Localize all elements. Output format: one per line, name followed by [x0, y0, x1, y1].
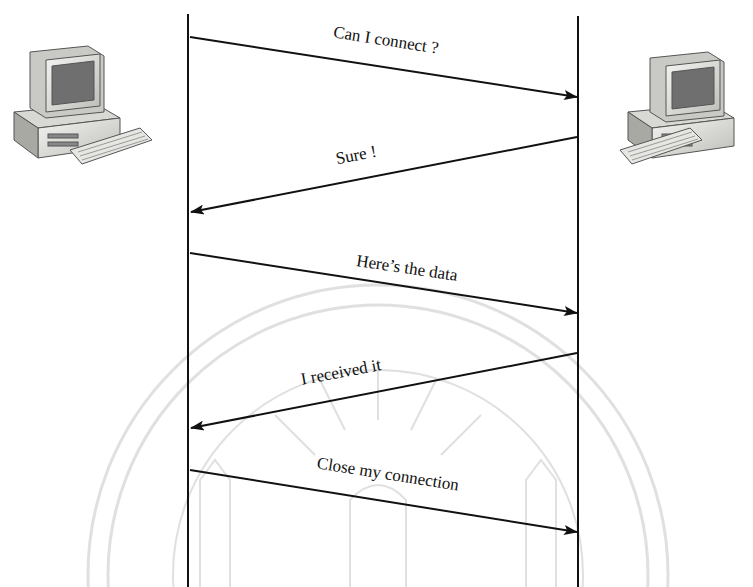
message-arrow — [191, 137, 577, 212]
keyboard-keys — [78, 132, 148, 160]
keyboard — [620, 128, 702, 164]
monitor-screen — [52, 61, 94, 105]
monitor-screen — [672, 67, 714, 109]
lifeline — [577, 16, 579, 587]
monitor-body — [30, 46, 104, 118]
drive-slot — [48, 134, 78, 138]
monitor-front — [666, 60, 720, 116]
message-label: Here’s the data — [355, 252, 458, 284]
message-label: Can I connect ? — [332, 23, 440, 56]
monitor-body — [650, 52, 724, 122]
message-label: I received it — [300, 356, 383, 388]
computer-icon — [620, 52, 734, 164]
keyboard-keys — [628, 132, 698, 160]
monitor-front — [46, 54, 100, 112]
watermark-emblem — [88, 285, 668, 587]
computer-icon — [14, 46, 152, 164]
message-arrow — [190, 253, 577, 313]
watermark-ring — [88, 285, 668, 587]
message-arrow — [191, 353, 577, 428]
computer-case-side — [14, 112, 38, 158]
lifeline — [187, 14, 189, 587]
drive-slot — [48, 142, 78, 146]
keyboard — [70, 128, 152, 164]
message-label: Sure ! — [334, 143, 378, 168]
